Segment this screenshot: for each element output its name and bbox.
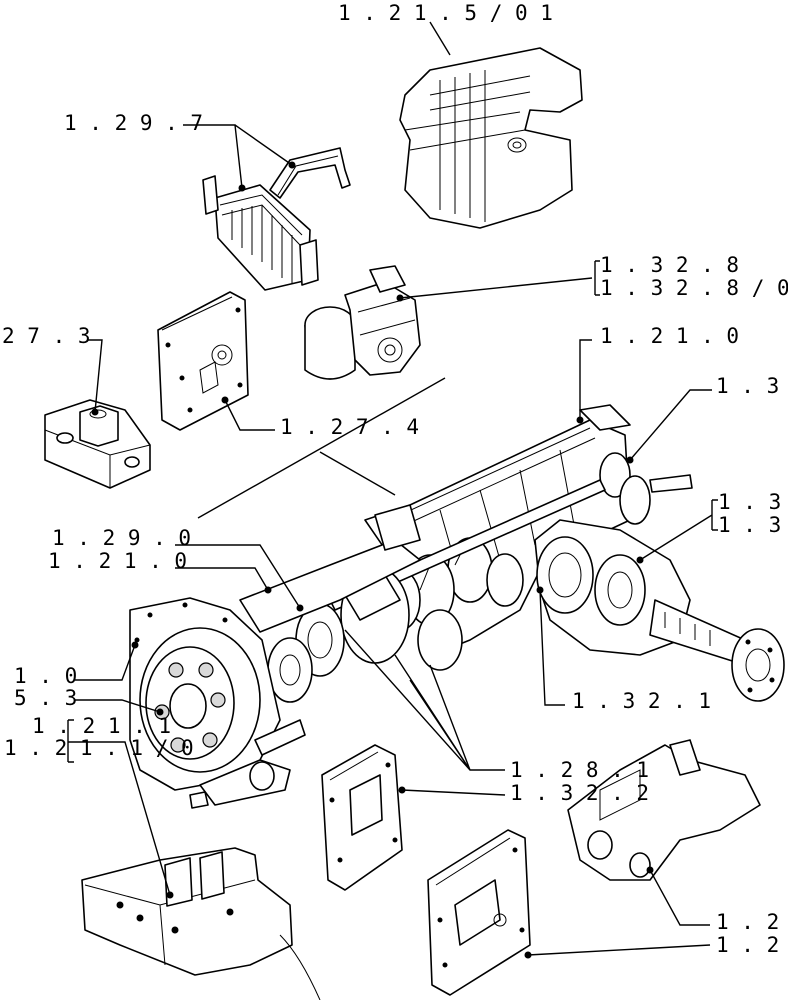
label-lift-cover-a: 1 . 2 9: [716, 910, 788, 934]
frame-line-upper: [197, 377, 446, 519]
label-lift-cover-b: 1 . 2 9: [716, 933, 788, 957]
cover-plate-part: [157, 291, 249, 431]
label-hydraulic-valve-b: 1 . 3 2 . 8 / 0 1: [600, 276, 788, 300]
label-gears-b: 1 . 3 2 . 2: [510, 781, 649, 805]
label-cover-plate: 1 . 2 7 . 4: [280, 415, 419, 439]
label-left-valve-block: 2 7 . 3: [2, 324, 91, 348]
label-hydraulic-valve-a: 1 . 3 2 . 8: [600, 253, 739, 277]
label-rear-shaft: 1 . 3 2 . 1: [572, 689, 711, 713]
label-front-support-b: 1 . 2 1 . 1 / 0: [4, 736, 194, 760]
lift-cover-plate-part: [427, 829, 531, 996]
label-oil-cooler: 1 . 2 9 . 7: [64, 111, 203, 135]
label-gears-a: 1 . 2 8 . 1: [510, 758, 649, 782]
oil-cooler-part: [202, 147, 351, 291]
label-clutch-b: 5 . 3: [14, 686, 77, 710]
label-front-support-a: 1 . 2 1 . 1: [32, 714, 171, 738]
label-rear-diff: 1 . 3 2: [716, 374, 788, 398]
label-pto-b: 1 . 3 2: [718, 513, 788, 537]
ballast-weights-part: [399, 47, 583, 229]
gear-cover-part: [321, 744, 403, 891]
label-rear-housing: 1 . 2 1 . 0: [600, 324, 739, 348]
label-gearbox-a: 1 . 2 9 . 0: [52, 526, 191, 550]
valve-block-part: [44, 399, 151, 489]
leader-lines: [67, 21, 718, 959]
label-clutch-a: 1 . 0: [14, 664, 77, 688]
label-gearbox-b: 1 . 2 1 . 0: [48, 549, 187, 573]
frame-line-mid: [319, 451, 396, 496]
lift-housing-part: [567, 739, 761, 881]
transmission-assembly-part: [129, 404, 785, 809]
front-support-part: [81, 847, 321, 1000]
label-pto-a: 1 . 3 2: [718, 490, 788, 514]
hydraulic-valve-part: [304, 265, 421, 380]
label-ballast-weights: 1 . 2 1 . 5 / 0 1: [338, 1, 553, 25]
